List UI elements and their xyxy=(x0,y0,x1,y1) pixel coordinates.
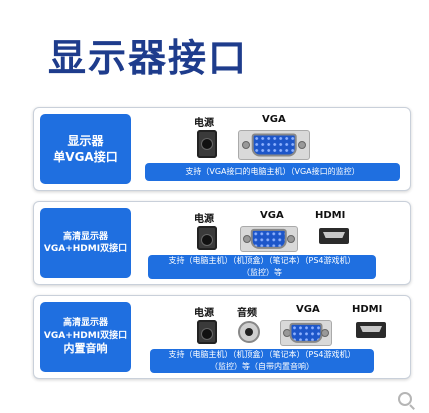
search-icon[interactable] xyxy=(398,392,412,406)
panel-vga-hdmi-audio: 高清显示器 VGA+HDMI双接口 内置音响 电源 音频 VGA HDMI 支持… xyxy=(33,295,411,379)
badge-line: 高清显示器 xyxy=(62,318,108,329)
vga-port-icon xyxy=(280,320,332,346)
badge-vga-hdmi-audio: 高清显示器 VGA+HDMI双接口 内置音响 xyxy=(40,302,131,372)
badge-line: 显示器 xyxy=(67,133,104,148)
panel-single-vga: 显示器 单VGA接口 电源 VGA 支持（VGA接口的电脑主机）（VGA接口的监… xyxy=(33,107,411,191)
label-power: 电源 xyxy=(194,308,214,319)
power-port-icon xyxy=(197,226,217,250)
label-audio: 音频 xyxy=(237,308,257,319)
support-text: （监控）等（自带内置音响） xyxy=(210,362,314,371)
label-power: 电源 xyxy=(194,214,214,225)
badge-line: 高清显示器 xyxy=(62,231,108,242)
support-text: 支持（电脑主机）（机顶盒）（笔记本）（PS4游戏机） xyxy=(168,256,356,265)
label-vga: VGA xyxy=(296,304,320,315)
label-vga: VGA xyxy=(262,114,286,125)
panel-vga-hdmi: 高清显示器 VGA+HDMI双接口 电源 VGA HDMI 支持（电脑主机）（机… xyxy=(33,201,411,285)
audio-port-icon xyxy=(238,321,260,343)
page-title: 显示器接口 xyxy=(48,36,249,80)
support-bar: 支持（电脑主机）（机顶盒）（笔记本）（PS4游戏机） （监控）等（自带内置音响） xyxy=(150,349,374,373)
label-hdmi: HDMI xyxy=(352,304,383,315)
support-bar: 支持（VGA接口的电脑主机）（VGA接口的监控） xyxy=(145,163,400,181)
label-power: 电源 xyxy=(194,118,214,129)
hdmi-port-icon xyxy=(319,228,349,244)
badge-single-vga: 显示器 单VGA接口 xyxy=(40,114,131,184)
badge-vga-hdmi: 高清显示器 VGA+HDMI双接口 xyxy=(40,208,131,278)
support-text: 支持（电脑主机）（机顶盒）（笔记本）（PS4游戏机） xyxy=(168,350,356,359)
power-port-icon xyxy=(197,130,217,158)
badge-line: 单VGA接口 xyxy=(53,150,118,164)
support-bar: 支持（电脑主机）（机顶盒）（笔记本）（PS4游戏机） （监控）等 xyxy=(148,255,376,279)
support-text: 支持（VGA接口的电脑主机）（VGA接口的监控） xyxy=(185,167,360,176)
label-hdmi: HDMI xyxy=(315,210,346,221)
label-vga: VGA xyxy=(260,210,284,221)
vga-port-icon xyxy=(238,130,310,160)
vga-port-icon xyxy=(240,226,298,252)
badge-line: 内置音响 xyxy=(63,341,108,355)
hdmi-port-icon xyxy=(356,322,386,338)
power-port-icon xyxy=(197,320,217,344)
badge-line: VGA+HDMI双接口 xyxy=(43,330,128,341)
badge-line: VGA+HDMI双接口 xyxy=(43,244,128,254)
support-text: （监控）等 xyxy=(242,268,282,277)
